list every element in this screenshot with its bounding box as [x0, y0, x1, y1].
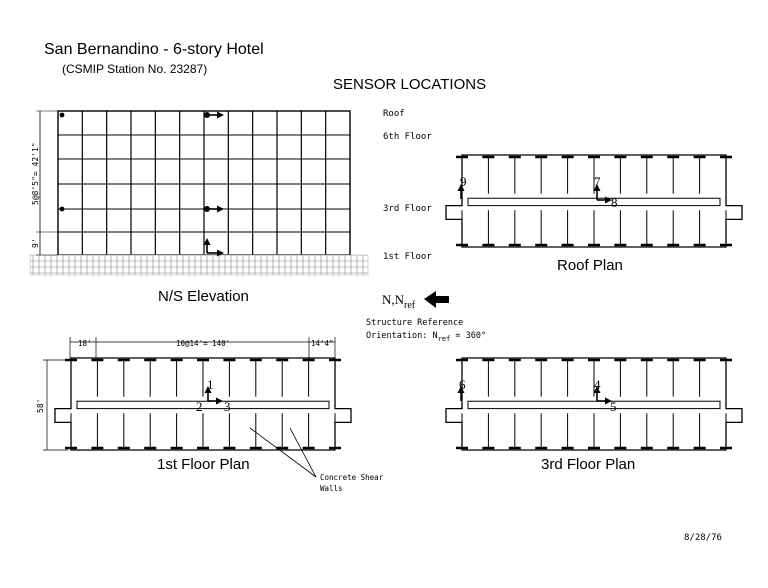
dim-58ft: 58' [36, 399, 45, 413]
third-floor-plan-caption: 3rd Floor Plan [541, 456, 635, 473]
sensor-label-4: 4 [594, 377, 601, 392]
sensor-label-9: 9 [460, 174, 467, 189]
reference-line1: Structure Reference [366, 318, 463, 328]
sensor-label-2: 2 [196, 399, 203, 414]
first-floor-dimensions [43, 337, 336, 451]
elevation-height-dimension: 5@8'5"= 42'1" [31, 142, 40, 205]
elevation-sensor-arrow [203, 111, 224, 257]
third-floor-plan [445, 357, 743, 451]
sensor-label-5: 5 [610, 399, 617, 414]
ns-elevation: 5@8'5"= 42'1" 9' [29, 110, 369, 276]
station-number: (CSMIP Station No. 23287) [62, 62, 207, 76]
ground-hatch [29, 254, 369, 276]
svg-text:N,Nref: N,Nref [382, 292, 416, 311]
third-floor-sensors [457, 386, 612, 405]
sensor-label-7: 7 [594, 174, 601, 189]
roof-plan [445, 154, 743, 248]
dim-140ft: 10@14'= 140' [176, 339, 230, 348]
north-symbol: N,Nref [382, 291, 449, 311]
sensor-locations-heading: SENSOR LOCATIONS [333, 76, 486, 93]
sensor-label-8: 8 [611, 195, 618, 210]
first-floor-sensors [204, 386, 223, 405]
reference-line2: Orientation: Nref = 360° [366, 331, 486, 343]
dim-18ft: 18' [78, 339, 92, 348]
floor-label-1st: 1st Floor [383, 252, 432, 262]
drawing-date: 8/28/76 [684, 533, 722, 543]
floor-label-3rd: 3rd Floor [383, 204, 432, 214]
roof-plan-caption: Roof Plan [557, 257, 623, 274]
shear-wall-note-line1: Concrete Shear [320, 473, 384, 482]
sensor-label-3: 3 [224, 399, 231, 414]
elevation-caption: N/S Elevation [158, 288, 249, 305]
elevation-ground-dimension: 9' [31, 238, 40, 248]
floor-label-roof: Roof [383, 109, 405, 119]
north-arrow-icon [424, 291, 449, 308]
page-title: San Bernandino - 6-story Hotel [44, 41, 264, 58]
floor-label-6th: 6th Floor [383, 132, 432, 142]
dim-14ft4in: 14'4" [311, 339, 334, 348]
sensor-label-6: 6 [459, 377, 466, 392]
elevation-sensor-dot [59, 112, 65, 118]
first-floor-plan [54, 357, 352, 451]
elevation-sensor-dot [59, 206, 65, 212]
shear-wall-note-line2: Walls [320, 484, 343, 493]
roof-plan-sensors [457, 184, 612, 204]
sensor-label-1: 1 [207, 377, 214, 392]
first-floor-plan-caption: 1st Floor Plan [157, 456, 250, 473]
shear-wall-leader [249, 427, 317, 478]
